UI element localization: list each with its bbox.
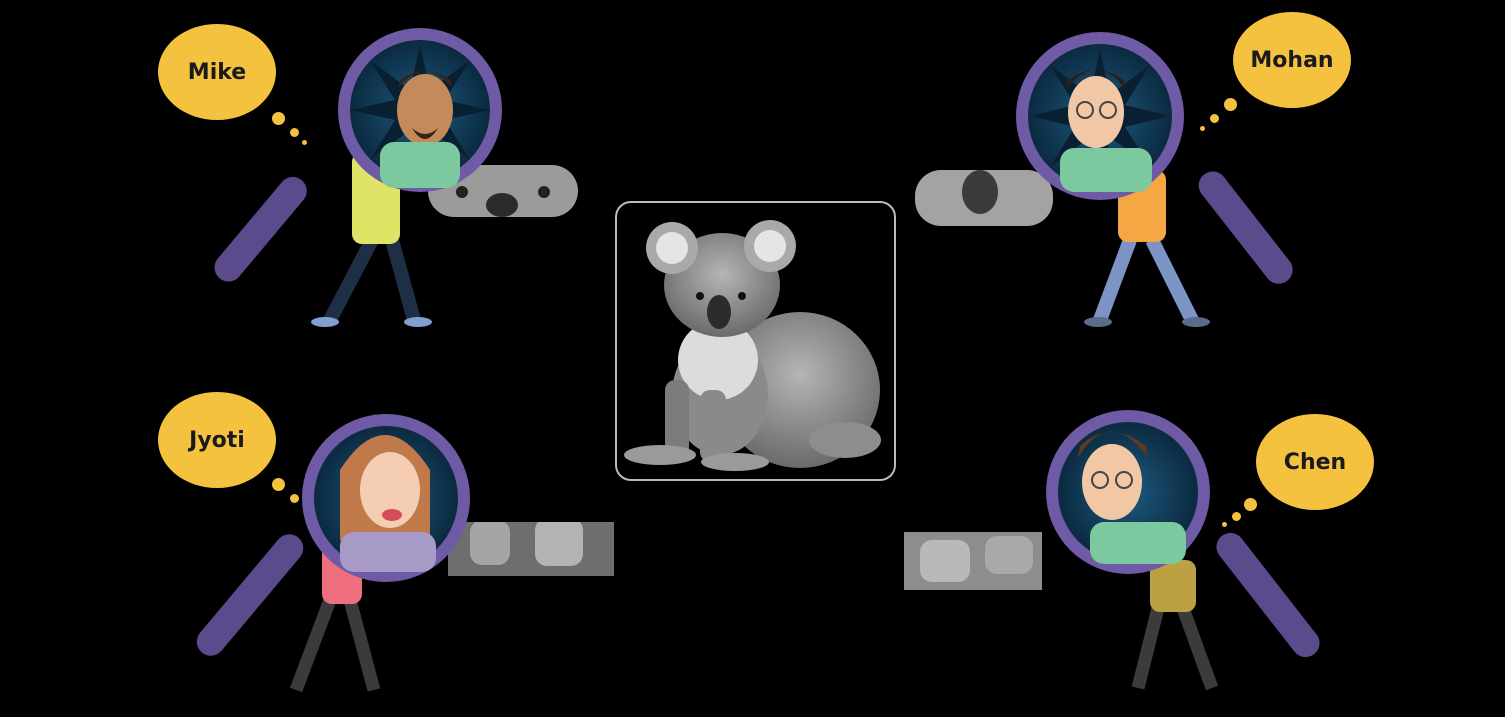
character-chen bbox=[1046, 410, 1320, 691]
koala-image bbox=[624, 220, 881, 471]
speech-bubble-mohan: Mohan bbox=[1233, 12, 1351, 108]
character-jyoti bbox=[196, 414, 470, 693]
koala-feet-snippet bbox=[448, 516, 614, 576]
thought-dot bbox=[272, 112, 285, 125]
thought-dot bbox=[302, 140, 307, 145]
koala-back-snippet bbox=[904, 532, 1042, 590]
thought-dot bbox=[290, 494, 299, 503]
name-label-jyoti: Jyoti bbox=[189, 427, 245, 453]
character-mike bbox=[214, 28, 502, 327]
name-label-chen: Chen bbox=[1283, 449, 1347, 475]
thought-dot bbox=[272, 478, 285, 491]
name-label-mohan: Mohan bbox=[1250, 47, 1334, 73]
thought-dot bbox=[1244, 498, 1257, 511]
thought-dot bbox=[1222, 522, 1227, 527]
thought-dot bbox=[1232, 512, 1241, 521]
speech-bubble-jyoti: Jyoti bbox=[158, 392, 276, 488]
speech-bubble-chen: Chen bbox=[1256, 414, 1374, 510]
speech-bubble-mike: Mike bbox=[158, 24, 276, 120]
thought-dot bbox=[1200, 126, 1205, 131]
name-label-mike: Mike bbox=[187, 59, 247, 85]
thought-dot bbox=[1224, 98, 1237, 111]
character-mohan bbox=[1016, 32, 1293, 327]
thought-dot bbox=[290, 128, 299, 137]
koala-nose-snippet bbox=[915, 170, 1053, 226]
thought-dot bbox=[1210, 114, 1219, 123]
